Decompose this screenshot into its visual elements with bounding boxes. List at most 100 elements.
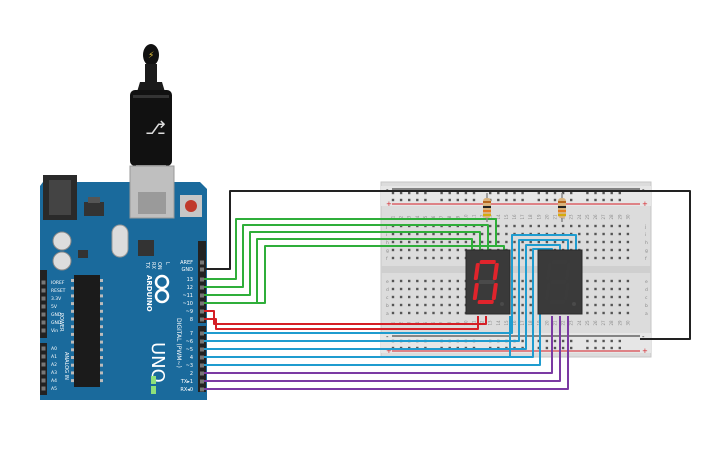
breadboard-hole[interactable] <box>545 240 549 244</box>
rail-hole[interactable] <box>391 191 395 195</box>
rail-hole[interactable] <box>464 191 468 195</box>
rail-hole[interactable] <box>602 346 605 350</box>
jumper-wire[interactable] <box>204 218 497 280</box>
breadboard-hole[interactable] <box>391 240 395 244</box>
breadboard-hole[interactable] <box>456 287 459 291</box>
breadboard-hole[interactable] <box>610 224 613 228</box>
breadboard-hole[interactable] <box>602 295 605 299</box>
header-pin[interactable] <box>200 347 204 352</box>
rail-hole[interactable] <box>448 198 451 202</box>
breadboard-hole[interactable] <box>505 240 508 244</box>
breadboard-hole[interactable] <box>480 240 484 244</box>
breadboard[interactable]: 1122334455667788991010111112121313141415… <box>380 181 652 358</box>
header-pin[interactable] <box>41 362 46 367</box>
breadboard-hole[interactable] <box>513 279 516 283</box>
header-pin[interactable] <box>41 378 46 383</box>
header-pin[interactable] <box>200 387 204 392</box>
breadboard-hole[interactable] <box>391 256 395 260</box>
rail-hole[interactable] <box>553 346 557 350</box>
rail-hole[interactable] <box>537 346 540 350</box>
breadboard-hole[interactable] <box>521 311 524 315</box>
breadboard-hole[interactable] <box>456 311 459 315</box>
breadboard-hole[interactable] <box>416 303 419 307</box>
header-pin[interactable] <box>200 379 204 384</box>
jumper-wire[interactable] <box>204 316 479 330</box>
breadboard-hole[interactable] <box>505 224 508 228</box>
breadboard-hole[interactable] <box>626 232 630 236</box>
breadboard-hole[interactable] <box>602 279 605 283</box>
jumper-wire[interactable] <box>204 310 487 325</box>
rail-hole[interactable] <box>594 191 597 195</box>
breadboard-hole[interactable] <box>408 311 411 315</box>
rail-hole[interactable] <box>545 191 549 195</box>
breadboard-hole[interactable] <box>537 240 540 244</box>
rail-hole[interactable] <box>497 198 500 202</box>
breadboard-hole[interactable] <box>626 224 630 228</box>
breadboard-hole[interactable] <box>448 311 451 315</box>
breadboard-hole[interactable] <box>440 279 443 283</box>
breadboard-hole[interactable] <box>456 248 459 252</box>
breadboard-hole[interactable] <box>440 303 443 307</box>
rail-hole[interactable] <box>448 191 451 195</box>
breadboard-hole[interactable] <box>391 248 395 252</box>
breadboard-hole[interactable] <box>424 279 427 283</box>
breadboard-hole[interactable] <box>399 279 403 283</box>
breadboard-hole[interactable] <box>424 240 427 244</box>
rail-hole[interactable] <box>408 198 411 202</box>
breadboard-hole[interactable] <box>529 295 532 299</box>
breadboard-hole[interactable] <box>448 295 451 299</box>
breadboard-hole[interactable] <box>618 303 621 307</box>
jumper-wire[interactable] <box>204 316 511 358</box>
breadboard-hole[interactable] <box>424 232 427 236</box>
breadboard-hole[interactable] <box>521 295 524 299</box>
jumper-wire[interactable] <box>204 234 577 334</box>
rail-hole[interactable] <box>602 198 605 202</box>
breadboard-hole[interactable] <box>399 287 403 291</box>
breadboard-hole[interactable] <box>424 287 427 291</box>
breadboard-hole[interactable] <box>618 279 621 283</box>
header-pin[interactable] <box>41 312 46 317</box>
rail-hole[interactable] <box>537 198 540 202</box>
breadboard-hole[interactable] <box>408 287 411 291</box>
breadboard-hole[interactable] <box>456 256 459 260</box>
breadboard-hole[interactable] <box>399 232 403 236</box>
header-pin[interactable] <box>41 288 46 293</box>
breadboard-hole[interactable] <box>416 256 419 260</box>
breadboard-hole[interactable] <box>626 295 630 299</box>
header-pin[interactable] <box>200 309 204 314</box>
breadboard-hole[interactable] <box>618 256 621 260</box>
breadboard-hole[interactable] <box>626 279 630 283</box>
breadboard-hole[interactable] <box>586 224 589 228</box>
breadboard-hole[interactable] <box>521 256 524 260</box>
breadboard-hole[interactable] <box>586 295 589 299</box>
breadboard-hole[interactable] <box>408 248 411 252</box>
breadboard-hole[interactable] <box>408 295 411 299</box>
rail-hole[interactable] <box>594 339 597 343</box>
breadboard-hole[interactable] <box>618 295 621 299</box>
rail-hole[interactable] <box>570 339 573 343</box>
rail-hole[interactable] <box>408 191 411 195</box>
breadboard-hole[interactable] <box>391 232 395 236</box>
breadboard-hole[interactable] <box>602 311 605 315</box>
breadboard-hole[interactable] <box>618 240 621 244</box>
rail-hole[interactable] <box>610 191 613 195</box>
breadboard-hole[interactable] <box>602 287 605 291</box>
rail-hole[interactable] <box>618 339 621 343</box>
breadboard-hole[interactable] <box>521 248 524 252</box>
rail-hole[interactable] <box>399 198 403 202</box>
breadboard-hole[interactable] <box>513 256 516 260</box>
breadboard-hole[interactable] <box>545 224 549 228</box>
breadboard-hole[interactable] <box>448 248 451 252</box>
breadboard-hole[interactable] <box>578 232 581 236</box>
breadboard-hole[interactable] <box>424 256 427 260</box>
header-pin[interactable] <box>41 304 46 309</box>
breadboard-hole[interactable] <box>602 240 605 244</box>
breadboard-hole[interactable] <box>408 240 411 244</box>
breadboard-hole[interactable] <box>561 224 565 228</box>
breadboard-hole[interactable] <box>489 224 492 228</box>
breadboard-hole[interactable] <box>626 303 630 307</box>
breadboard-hole[interactable] <box>626 287 630 291</box>
header-pin[interactable] <box>41 328 46 333</box>
breadboard-hole[interactable] <box>529 279 532 283</box>
breadboard-hole[interactable] <box>594 295 597 299</box>
